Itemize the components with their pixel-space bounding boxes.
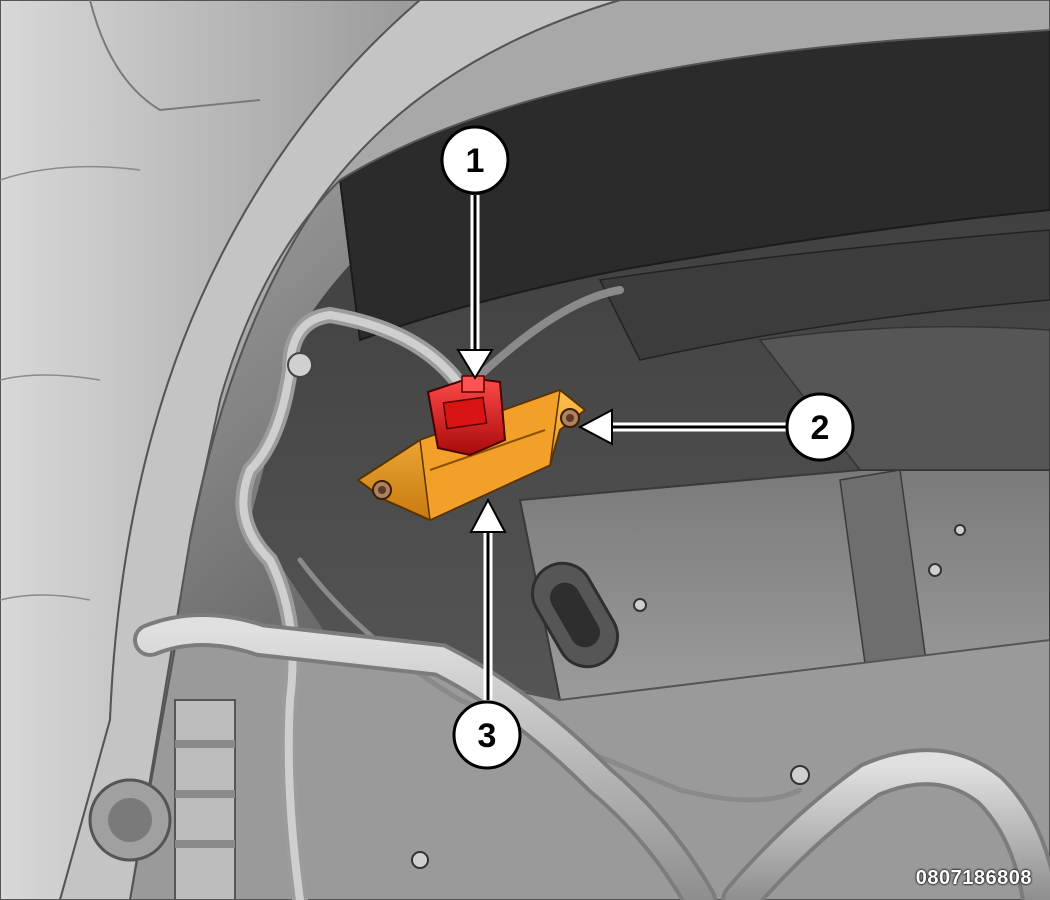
module-housing (419, 388, 561, 522)
callout-1-number: 1 (466, 142, 485, 180)
tube-clamp-2 (175, 790, 235, 798)
figure-id-label: 0807186808 (915, 867, 1032, 889)
slot-hole (550, 582, 600, 648)
arch-line-3 (0, 594, 91, 601)
callout-1: 1 (440, 125, 510, 195)
wheelwell-clip (287, 352, 313, 378)
callout-2: 2 (785, 392, 855, 462)
arch-line-1 (0, 165, 141, 181)
tube-lower-1-surface (137, 617, 713, 900)
panel-stud-2 (928, 563, 942, 577)
callout-2-leader (577, 408, 790, 446)
callout-2-number: 2 (811, 409, 830, 447)
wheel-arch-lip (189, 0, 1050, 541)
module-fastener-left-center (378, 486, 386, 494)
connector-latch (442, 396, 488, 430)
tube-clamp-1 (175, 740, 235, 748)
callout-3-leader (469, 497, 507, 700)
connector-lock-tab (461, 375, 485, 393)
harness-main-highlight (239, 310, 464, 900)
panel-stud-3 (954, 524, 966, 536)
tube-clamp-3 (175, 840, 235, 848)
arch-line-2 (0, 374, 101, 381)
callout-2-circle (785, 392, 855, 462)
module-fastener-right-center (566, 414, 574, 422)
panel-stud-1 (633, 598, 647, 612)
floor-bolt-2 (790, 765, 810, 785)
module-ridge (429, 429, 546, 471)
vertical-tube (174, 699, 236, 900)
upper-rib (598, 229, 1050, 361)
callout-3-circle (452, 700, 522, 770)
harness-branch (471, 286, 624, 384)
callout-3-number: 3 (478, 717, 497, 755)
callout-3: 3 (452, 700, 522, 770)
floor-bolt-1 (411, 851, 429, 869)
electrical-connector (426, 375, 507, 457)
arch-seam (89, 0, 261, 112)
round-boss-inner (108, 798, 152, 842)
tube-lower-2-surface (725, 752, 1050, 900)
callout-1-leader (456, 195, 494, 380)
callout-1-circle (440, 125, 510, 195)
